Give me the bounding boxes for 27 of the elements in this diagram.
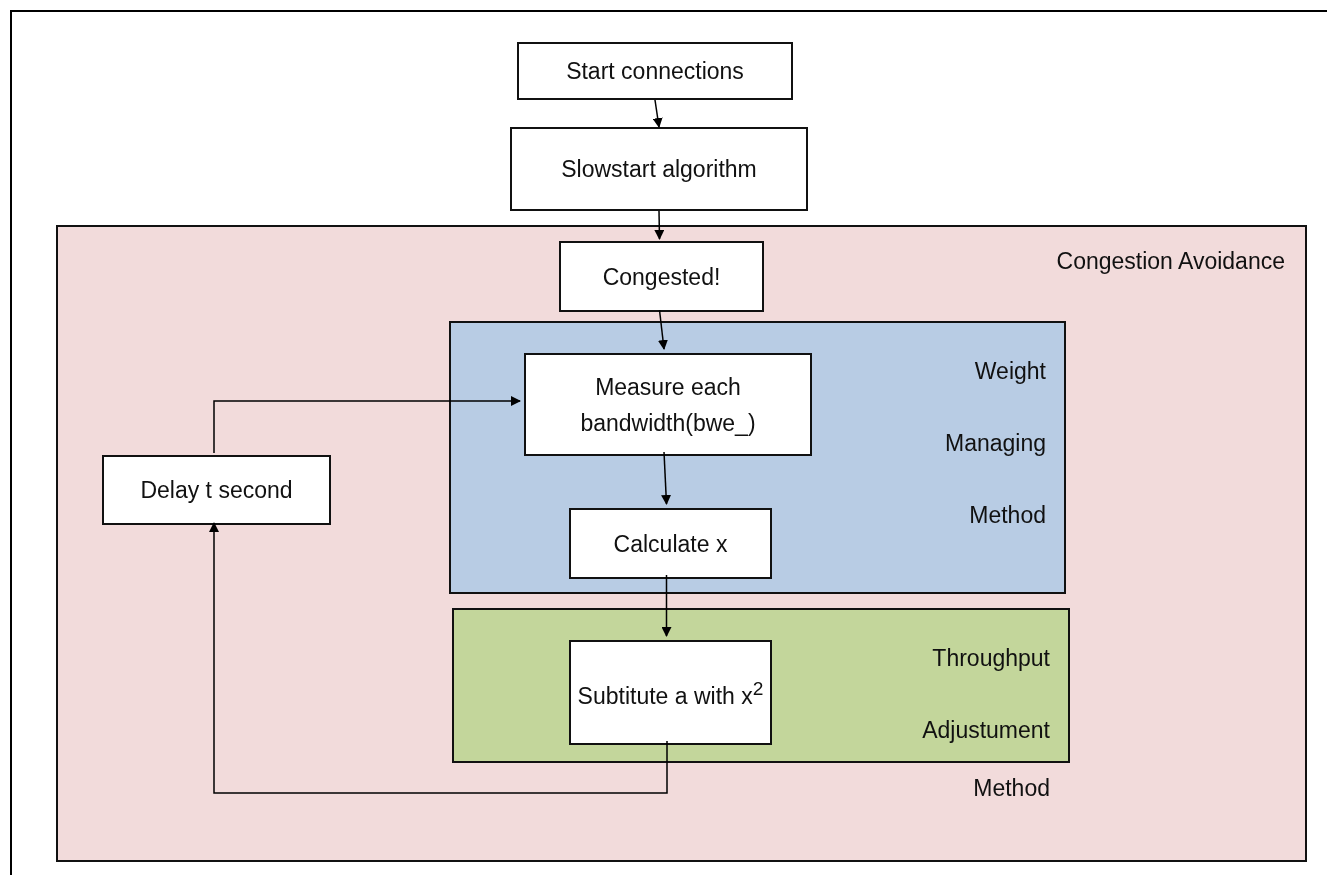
arrow — [652, 99, 663, 128]
arrow — [661, 451, 672, 505]
arrow — [209, 522, 668, 794]
group-title: Method — [972, 774, 1050, 803]
group-title: Throughput Adjustument — [921, 644, 1050, 745]
group-panel — [56, 225, 1307, 862]
process-box — [569, 508, 772, 579]
group-panel — [449, 321, 1066, 594]
process-box — [517, 42, 793, 100]
arrow — [213, 396, 521, 454]
group-title: Congestion Avoidance — [1055, 247, 1285, 276]
process-box — [102, 455, 331, 525]
box-label: Calculate x — [612, 529, 729, 559]
box-label: Start connections — [565, 57, 745, 86]
arrow — [654, 210, 665, 240]
process-box — [569, 640, 772, 745]
process-box — [510, 127, 808, 211]
box-label: Congested! — [601, 262, 722, 292]
box-label: Measure each bandwidth(bwe_) — [579, 372, 757, 438]
arrow — [658, 309, 668, 350]
process-box — [559, 241, 764, 312]
process-box — [524, 353, 812, 456]
box-label: Slowstart algorithm — [560, 155, 758, 184]
box-label: Delay t second — [139, 476, 294, 505]
group-title: Weight Managing Method — [943, 357, 1046, 530]
arrow — [661, 574, 672, 637]
box-label: Subtitute a with x$^{2}$ — [576, 677, 765, 711]
